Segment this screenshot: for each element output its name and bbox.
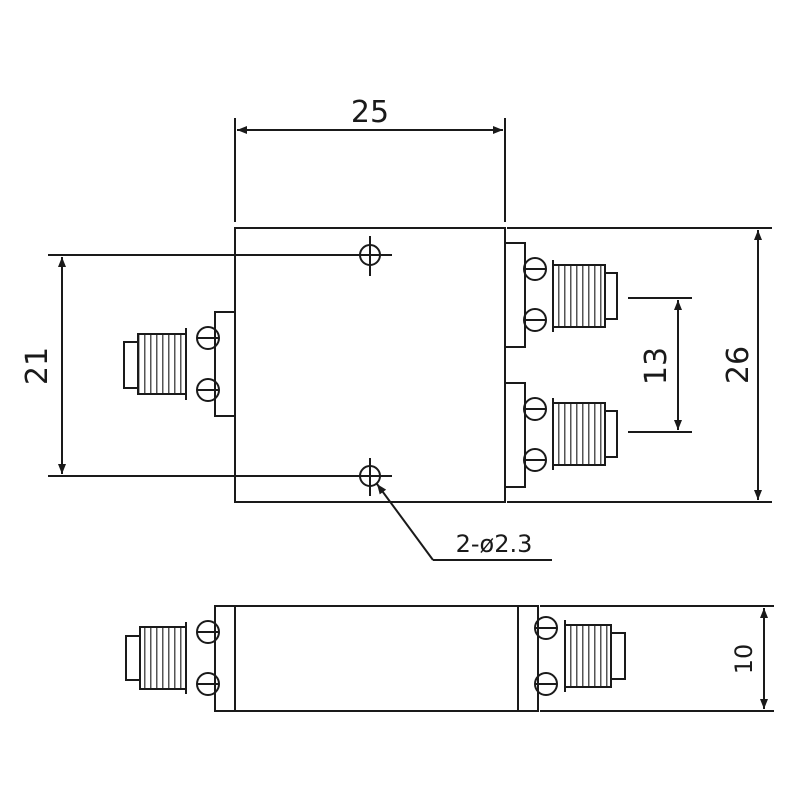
side-connector-left xyxy=(125,605,236,712)
output-connector-lower xyxy=(504,382,618,488)
dimension-label-height: 26 xyxy=(721,346,756,384)
mounting-hole-bottom xyxy=(48,458,392,496)
side-body-outline xyxy=(234,605,519,712)
dimension-port-spacing xyxy=(628,297,692,433)
dimension-label-thickness: 10 xyxy=(730,644,758,675)
dimension-thickness xyxy=(540,605,774,712)
dimension-label-width: 25 xyxy=(351,95,389,130)
output-connector-upper xyxy=(504,242,618,348)
hole-callout-leader xyxy=(376,483,552,561)
dimension-width xyxy=(234,118,506,222)
input-connector-left xyxy=(123,311,236,417)
top-view xyxy=(48,118,772,561)
mounting-hole-top xyxy=(48,236,392,276)
dimension-label-port-spacing: 13 xyxy=(639,347,674,385)
hole-callout-label: 2-ø2.3 xyxy=(456,530,533,558)
side-connector-right xyxy=(517,605,626,712)
dimension-height xyxy=(507,227,772,503)
side-view xyxy=(125,605,774,712)
dimension-label-hole-spacing: 21 xyxy=(20,347,55,385)
